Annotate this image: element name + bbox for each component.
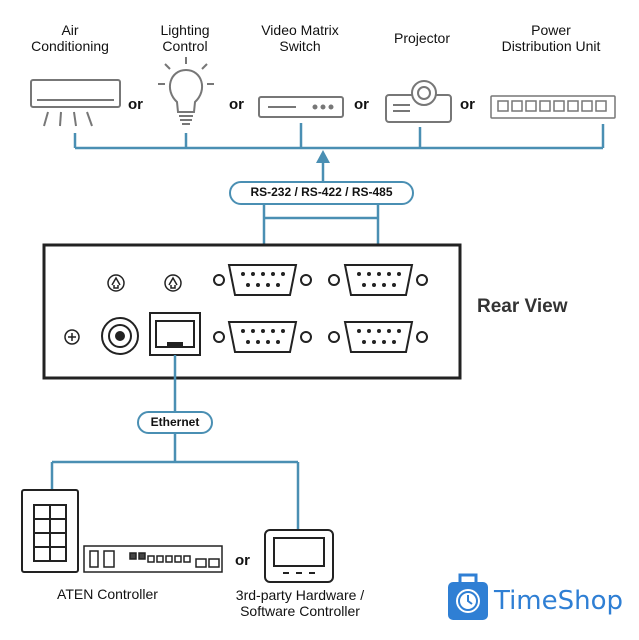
control-box-icon bbox=[83, 545, 223, 573]
serial-port-icon bbox=[213, 264, 312, 296]
video-matrix-switch-icon bbox=[258, 96, 344, 118]
device-rear-panel bbox=[42, 243, 462, 380]
ethernet-label: Ethernet bbox=[137, 411, 213, 434]
air-conditioning-label: Air Conditioning bbox=[31, 22, 109, 54]
or-label: or bbox=[128, 96, 143, 113]
video-matrix-switch-label: Video Matrix Switch bbox=[261, 22, 339, 54]
tablet-controller-icon bbox=[264, 529, 334, 583]
serial-protocol-label: RS-232 / RS-422 / RS-485 bbox=[229, 181, 414, 205]
power-button-icon bbox=[164, 274, 182, 292]
air-conditioner-icon bbox=[30, 79, 121, 127]
or-label: or bbox=[354, 96, 369, 113]
rear-view-label: Rear View bbox=[477, 296, 568, 317]
ground-screw-icon bbox=[64, 329, 80, 345]
projector-icon bbox=[385, 80, 452, 123]
projector-label: Projector bbox=[393, 30, 451, 46]
pdu-icon bbox=[490, 95, 616, 119]
power-jack-icon bbox=[101, 317, 139, 355]
aten-controller-label: ATEN Controller bbox=[57, 586, 158, 602]
serial-port-icon bbox=[328, 264, 428, 296]
or-label: or bbox=[235, 552, 250, 569]
power-distribution-unit-label: Power Distribution Unit bbox=[501, 22, 601, 54]
third-party-controller-label: 3rd-party Hardware / Software Controller bbox=[235, 587, 365, 619]
watermark-brand: TimeShop bbox=[494, 586, 624, 616]
serial-port-icon bbox=[328, 321, 428, 353]
wall-keypad-icon bbox=[21, 489, 79, 573]
serial-port-icon bbox=[213, 321, 312, 353]
or-label: or bbox=[460, 96, 475, 113]
timeshop-logo-icon bbox=[448, 573, 488, 620]
arrow-up-icon bbox=[316, 150, 330, 163]
power-button-icon bbox=[107, 274, 125, 292]
or-label: or bbox=[229, 96, 244, 113]
lighting-control-label: Lighting Control bbox=[160, 22, 210, 54]
device-bus-lines bbox=[73, 123, 605, 260]
light-bulb-icon bbox=[158, 57, 214, 125]
ethernet-lines bbox=[50, 355, 300, 530]
